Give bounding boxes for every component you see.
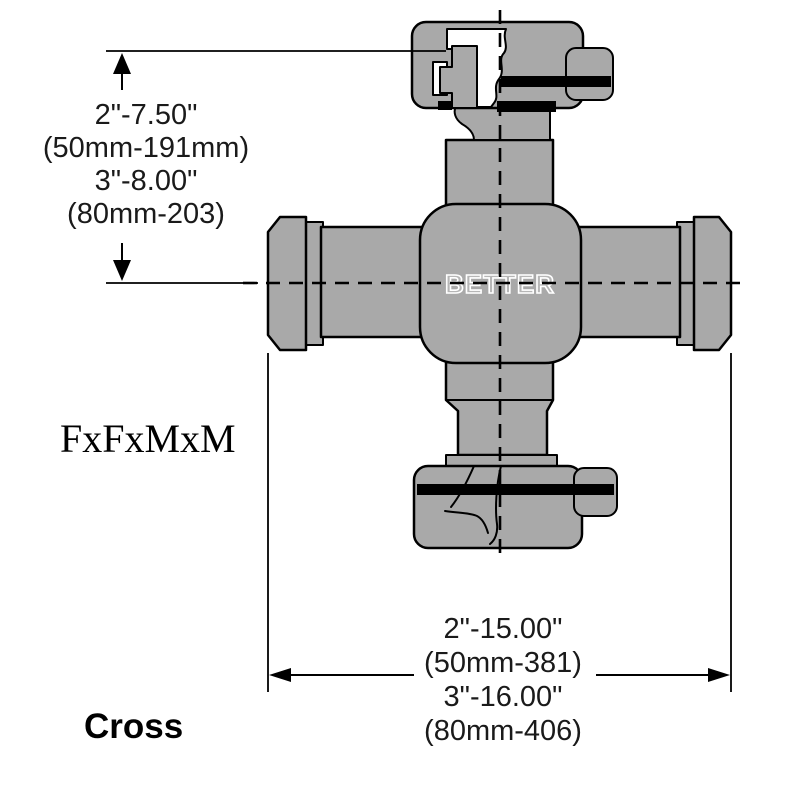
width-dim-line-2: (50mm-381): [424, 647, 582, 679]
width-dimension: [267, 353, 732, 692]
bottom-nut-curve-1: [450, 465, 475, 508]
height-dim-line-3: 3"-8.00": [94, 165, 198, 197]
top-gasket: [497, 101, 556, 112]
bottom-nut-curve-2: [444, 510, 489, 534]
width-dim-line-1: 2"-15.00": [443, 613, 563, 645]
width-dim-line-4: (80mm-406): [424, 715, 582, 747]
right-arrowhead: [708, 668, 730, 682]
down-arrowhead: [113, 260, 131, 281]
top-nut-black-band: [501, 76, 611, 87]
bottom-nut-black-band: [417, 484, 614, 495]
height-dimension-label: 2"-7.50" (50mm-191mm) 3"-8.00" (80mm-203…: [38, 99, 254, 231]
height-dim-line-4: (80mm-203): [67, 198, 225, 230]
top-gasket-left: [438, 101, 452, 110]
top-female-port: [410, 20, 614, 208]
height-dimension: [106, 50, 446, 284]
bottom-female-port: [412, 360, 618, 550]
height-dim-line-1: 2"-7.50": [94, 99, 198, 131]
configuration-label: FxFxMxM: [60, 416, 236, 461]
product-name-label: Cross: [84, 707, 184, 746]
width-dimension-label: 2"-15.00" (50mm-381) 3"-16.00" (80mm-406…: [395, 612, 611, 748]
top-throat: [453, 105, 551, 141]
up-arrowhead: [113, 53, 131, 74]
width-dim-line-3: 3"-16.00": [443, 681, 563, 713]
left-end-bead: [266, 215, 308, 352]
left-arrowhead: [269, 668, 291, 682]
height-dim-line-2: (50mm-191mm): [42, 132, 250, 164]
bottom-flange: [445, 454, 558, 467]
bottom-nut-curve-3: [489, 465, 502, 545]
top-nut-lug: [565, 47, 614, 101]
top-thread-insert: [439, 45, 478, 109]
